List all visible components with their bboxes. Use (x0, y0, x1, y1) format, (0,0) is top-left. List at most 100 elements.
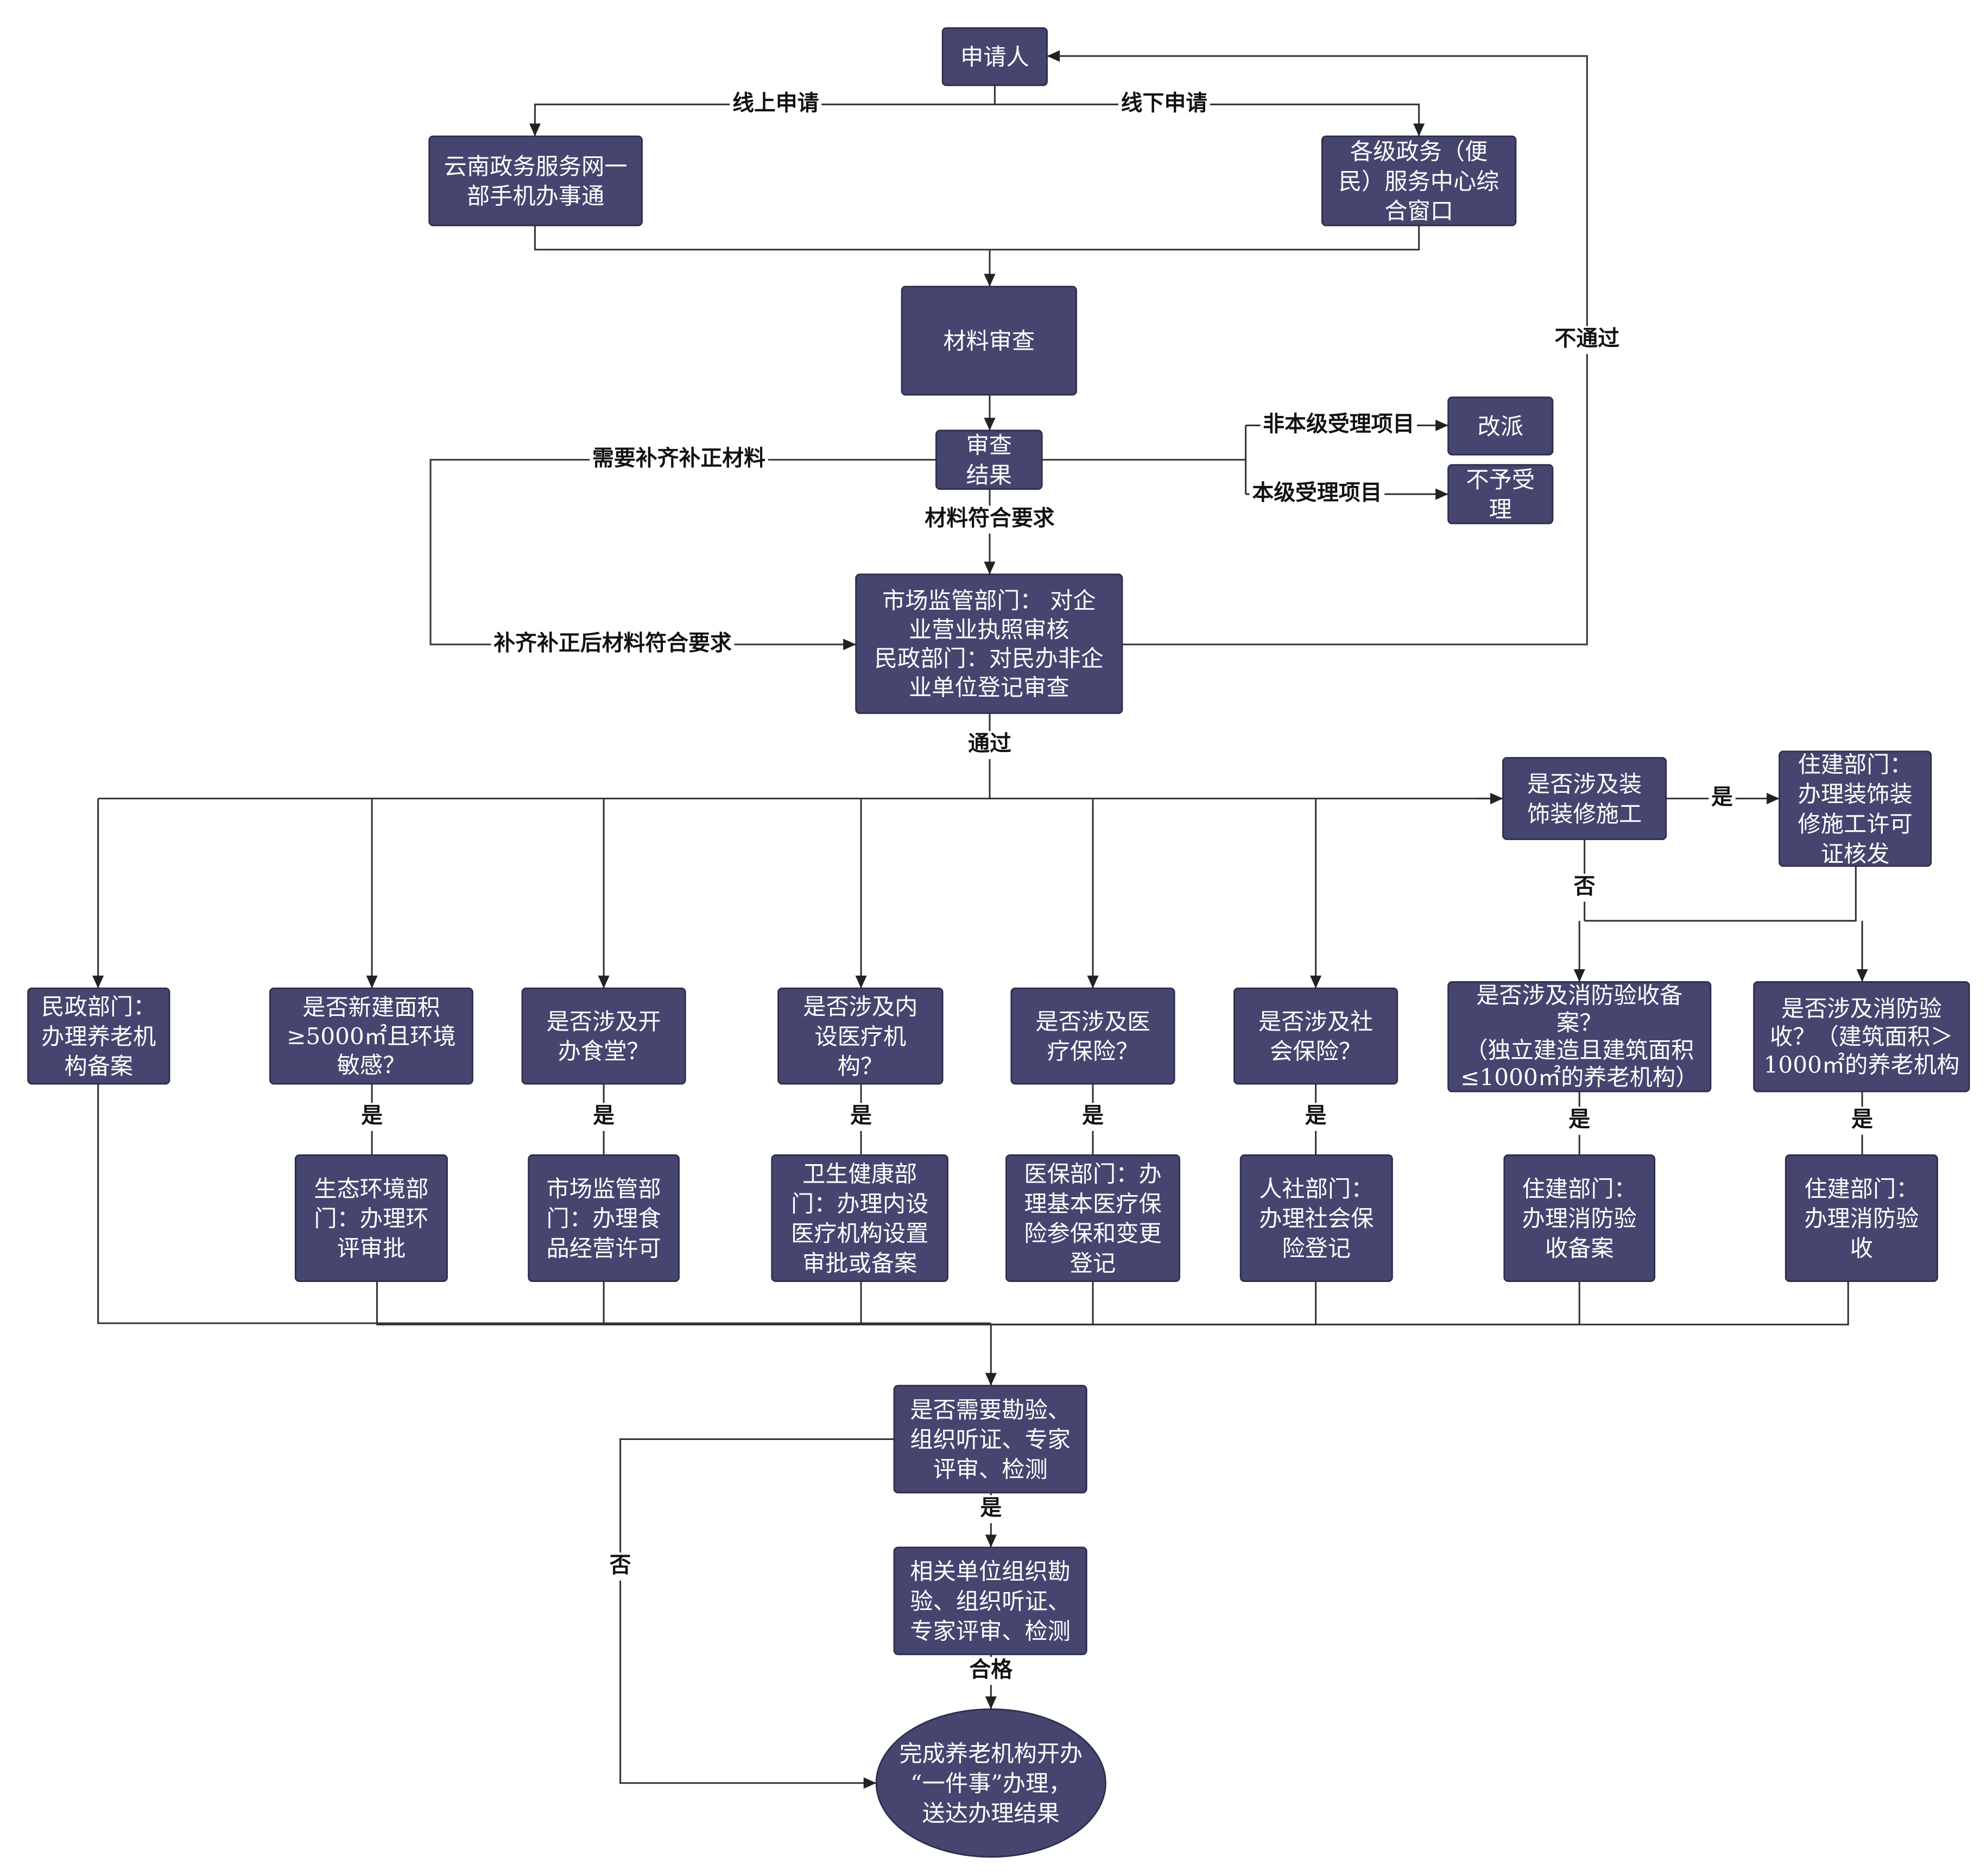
node-box (941, 27, 1048, 86)
arrowhead-icon (1435, 488, 1448, 500)
node-reject[interactable] (1447, 464, 1554, 525)
label-bg (1302, 1103, 1330, 1131)
node-finish[interactable] (875, 1708, 1106, 1858)
node-review-result[interactable] (935, 429, 1043, 490)
text-line: 是否涉及开 (547, 1008, 661, 1035)
label-not-this-level: 非本级受理项目 (1263, 412, 1414, 437)
node-reassign[interactable] (1447, 396, 1554, 456)
label-yes: 是 (593, 1103, 615, 1128)
connector (603, 1281, 991, 1325)
reassign-text: 改派 (1478, 413, 1523, 440)
node-med-insurance-q[interactable] (1010, 987, 1175, 1085)
label-materials-ok: 材料符合要求 (925, 506, 1054, 530)
node-box (27, 987, 170, 1085)
text-line: 办理养老机 (41, 1023, 156, 1050)
node-food-license[interactable] (528, 1154, 680, 1283)
label-bg (1079, 1103, 1106, 1131)
label-yes: 是 (1711, 785, 1733, 810)
text-line: 验、组织听证、 (910, 1588, 1071, 1615)
arrowhead-icon (1435, 419, 1448, 431)
node-social-insurance-q[interactable] (1233, 987, 1399, 1085)
node-health-approval[interactable] (771, 1154, 948, 1283)
node-new-build-q[interactable] (269, 987, 473, 1085)
text-line: 险参保和变更 (1024, 1220, 1161, 1247)
node-survey-do[interactable] (893, 1546, 1087, 1656)
connector (1584, 866, 1857, 922)
applicant-text: 申请人 (960, 44, 1029, 71)
label-bg (1708, 784, 1736, 813)
node-civil-filing[interactable] (27, 987, 170, 1085)
text-line: 部手机办事通 (467, 183, 604, 210)
text-line: 理基本医疗保 (1024, 1190, 1161, 1217)
fire-filing-q-text: 是否涉及消防验收备案？（独立建造且建筑面积≤1000㎡的养老机构） (1460, 982, 1698, 1091)
node-box (428, 135, 643, 226)
node-box (901, 286, 1077, 396)
arrowhead-icon (863, 1777, 877, 1789)
node-box (1503, 1154, 1656, 1283)
label-offline: 线下申请 (1121, 91, 1207, 116)
text-line: ≤1000㎡的养老机构） (1460, 1064, 1698, 1091)
text-line: 案？ (1556, 1009, 1602, 1036)
node-box (1779, 750, 1932, 867)
node-box (294, 1154, 448, 1283)
text-line: 业营业执照审核 (909, 616, 1070, 643)
label-not-pass: 不通过 (1555, 326, 1620, 351)
node-material-review[interactable] (901, 286, 1077, 396)
label-bg (491, 630, 735, 659)
text-line: ≥5000㎡且环境 (287, 1023, 456, 1050)
text-line: 审批或备案 (802, 1250, 917, 1277)
label-bg (966, 1657, 1015, 1685)
node-service-center[interactable] (1321, 135, 1517, 226)
label-bg (1249, 480, 1385, 508)
node-medical-q[interactable] (777, 987, 944, 1085)
text-line: 审查 (966, 432, 1012, 459)
canteen-q-text: 是否涉及开办食堂？ (547, 1008, 661, 1065)
node-env-approval[interactable] (294, 1154, 448, 1283)
label-bg (1849, 1107, 1876, 1135)
node-fire-accept-q[interactable] (1753, 981, 1970, 1092)
text-line: 申请人 (960, 44, 1029, 71)
text-line: 饰装修施工 (1527, 800, 1642, 827)
arrowhead-icon (984, 561, 996, 574)
node-fire-filing[interactable] (1503, 1154, 1656, 1283)
arrowhead-icon (598, 975, 610, 989)
node-decoration-q[interactable] (1502, 757, 1667, 841)
node-med-insurance-reg[interactable] (1005, 1154, 1180, 1283)
label-bg (730, 90, 822, 119)
node-fire-filing-q[interactable] (1447, 981, 1712, 1092)
node-social-insurance-reg[interactable] (1239, 1154, 1393, 1283)
node-survey-q[interactable] (893, 1385, 1087, 1494)
label-yes: 是 (850, 1103, 872, 1128)
text-line: 市场监管部门： 对企 (882, 587, 1096, 614)
node-decoration-permit[interactable] (1779, 750, 1932, 867)
node-canteen-q[interactable] (521, 987, 686, 1085)
node-fire-accept[interactable] (1784, 1154, 1938, 1283)
arrowhead-icon (985, 1373, 997, 1386)
connector (97, 1084, 991, 1324)
node-online-portal[interactable] (428, 135, 643, 226)
connector (991, 1281, 1317, 1325)
label-supplemented-ok: 补齐补正后材料符合要求 (493, 630, 732, 655)
node-box (528, 1154, 680, 1283)
node-box (1239, 1154, 1393, 1283)
arrowhead-icon (366, 975, 378, 989)
node-market-civil-review[interactable] (855, 573, 1123, 714)
text-line: 1000㎡的养老机构 (1763, 1051, 1959, 1078)
label-yes: 是 (980, 1495, 1002, 1520)
node-applicant[interactable] (941, 27, 1048, 86)
text-line: 各级政务（便 (1350, 138, 1488, 165)
text-line: 住建部门： (1798, 751, 1913, 778)
node-box (1321, 135, 1517, 226)
text-line: 相关单位组织勘 (910, 1558, 1071, 1585)
text-line: 生态环境部 (314, 1176, 428, 1202)
arrowhead-icon (855, 975, 867, 989)
label-bg (1260, 411, 1418, 440)
text-line: 是否涉及装 (1527, 770, 1642, 797)
text-line: 门：办理内设 (791, 1190, 928, 1217)
label-yes: 是 (1568, 1107, 1590, 1132)
node-box (1005, 1154, 1180, 1283)
label-qualified: 合格 (969, 1657, 1013, 1682)
edge-survey-no (619, 1438, 894, 1784)
edge-labels: 线上申请线下申请非本级受理项目本级受理项目需要补齐补正材料补齐补正后材料符合要求… (358, 90, 1876, 1685)
text-line: 门：办理环 (314, 1205, 428, 1232)
